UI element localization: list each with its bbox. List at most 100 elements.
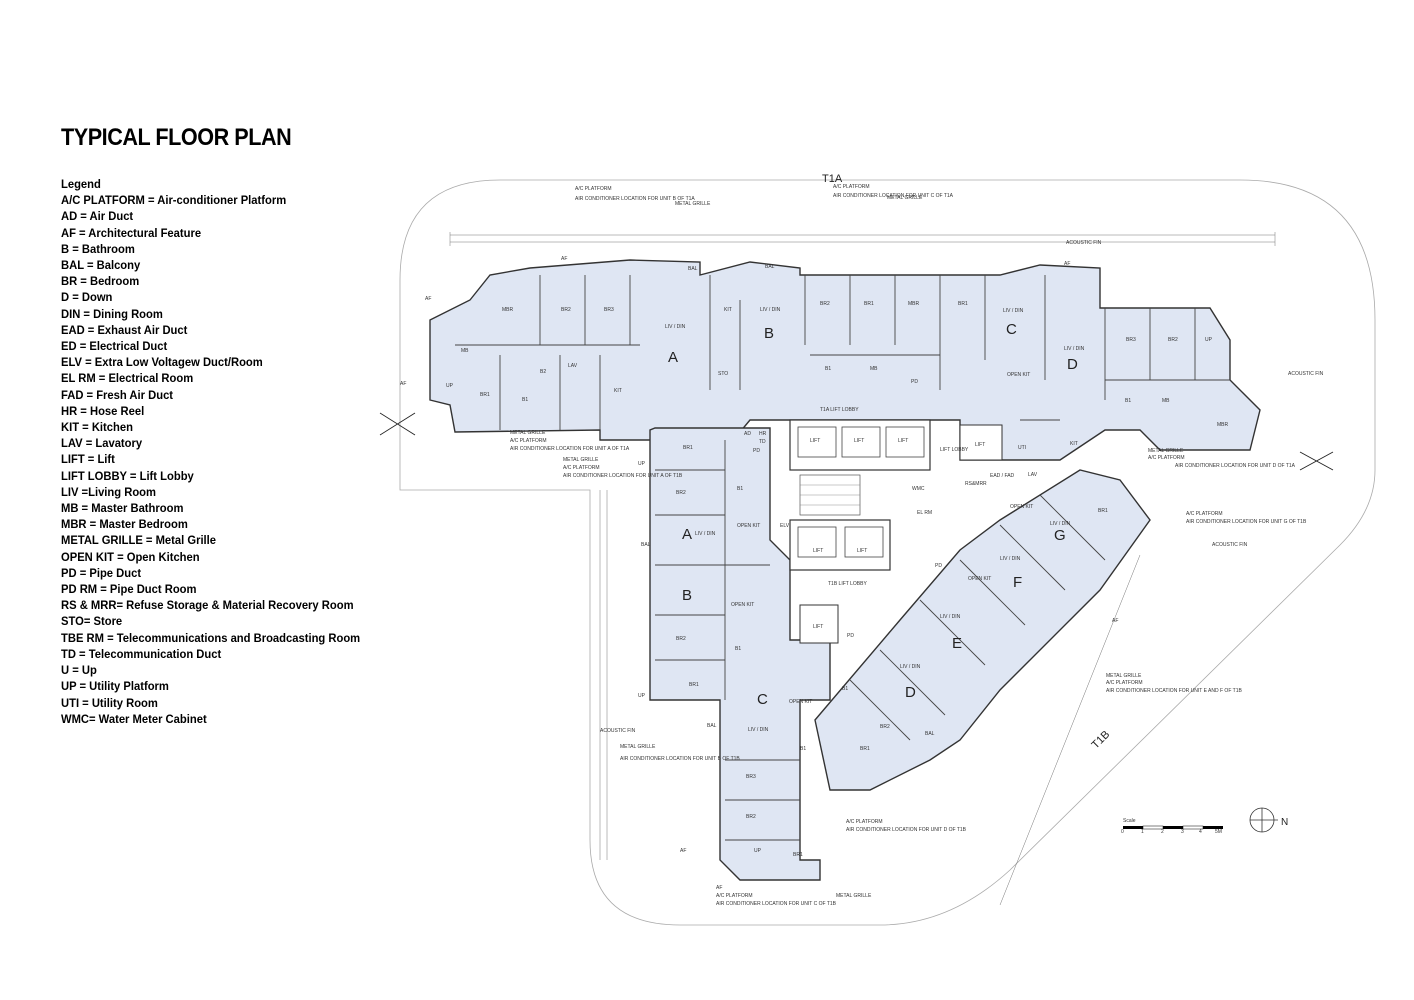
room-label: LIFT	[813, 548, 823, 554]
scale-tick: 4	[1199, 829, 1202, 835]
unit-letter: F	[1013, 574, 1022, 591]
tower-label-t1b: T1B	[1090, 729, 1113, 752]
room-label: UP	[1205, 337, 1213, 343]
room-label: EL RM	[917, 510, 932, 516]
legend-item: AD = Air Duct	[61, 209, 134, 224]
unit-letter: D	[1067, 356, 1078, 373]
legend-item: AF = Architectural Feature	[61, 225, 202, 240]
annotation-metal-grille: METAL GRILLE	[887, 195, 923, 201]
room-label: WMC	[912, 486, 925, 492]
annotation-ac-location: AIR CONDITIONER LOCATION FOR UNIT A OF T…	[510, 446, 630, 452]
room-label: LIFT	[810, 438, 820, 444]
legend-item: PD RM = Pipe Duct Room	[61, 582, 197, 597]
room-label: B1	[1125, 398, 1131, 404]
legend-item: BAL = Balcony	[61, 258, 141, 273]
room-label: B1	[842, 686, 848, 692]
annotation-ac-platform: A/C PLATFORM	[563, 465, 600, 471]
room-labels: MBR BR2 BR3 LIV / DIN MB B2 LAV BR1 B1 K…	[400, 256, 1229, 891]
annotation-ac-platform: A/C PLATFORM	[846, 819, 883, 825]
room-label: LIV / DIN	[1050, 521, 1071, 527]
room-label: BAL	[707, 723, 717, 729]
room-label: LIFT	[813, 624, 823, 630]
scale-tick: 2	[1161, 829, 1164, 835]
annotation-ac-location: AIR CONDITIONER LOCATION FOR UNIT C OF T…	[716, 901, 837, 907]
legend-item: ELV = Extra Low Voltagew Duct/Room	[61, 355, 263, 370]
scale-tick: 3	[1181, 829, 1184, 835]
annotation-ac-platform: A/C PLATFORM	[833, 184, 870, 190]
unit-letter: C	[1006, 321, 1017, 338]
room-label: B1	[825, 366, 831, 372]
room-label: BR2	[676, 636, 686, 642]
annotation-ac-location: AIR CONDITIONER LOCATION FOR UNIT C OF T…	[833, 193, 954, 199]
legend-item: LAV = Lavatory	[61, 436, 143, 451]
page-title: TYPICAL FLOOR PLAN	[61, 124, 292, 151]
annotations: A/C PLATFORM AIR CONDITIONER LOCATION FO…	[510, 184, 1324, 907]
room-label: AF	[561, 256, 567, 262]
room-label: BR3	[604, 307, 614, 313]
room-label: TD	[759, 439, 766, 445]
room-label: MBR	[502, 307, 514, 313]
north-label: N	[1281, 817, 1288, 828]
annotation-metal-grille: METAL GRILLE	[563, 457, 599, 463]
room-label: LIFT	[898, 438, 908, 444]
room-label: PD	[935, 563, 942, 569]
room-label: LIV / DIN	[1000, 556, 1021, 562]
room-label: UTI	[1018, 445, 1026, 451]
annotation-ac-platform: A/C PLATFORM	[716, 893, 753, 899]
room-label: BR1	[864, 301, 874, 307]
annotation-ac-location: AIR CONDITIONER LOCATION FOR UNIT D OF T…	[846, 827, 967, 833]
room-label: AD	[744, 431, 751, 437]
room-label: STO	[718, 371, 728, 377]
scale-tick: 0	[1121, 829, 1124, 835]
room-label: BR1	[860, 746, 870, 752]
legend-item: LIFT LOBBY = Lift Lobby	[61, 468, 194, 483]
t1b-lift-lobby-label: T1B LIFT LOBBY	[828, 581, 867, 587]
room-label: B1	[800, 746, 806, 752]
scale-tick: 1	[1141, 829, 1144, 835]
room-label: LIFT LOBBY	[940, 447, 969, 453]
room-label: BR2	[820, 301, 830, 307]
legend-item: EL RM = Electrical Room	[61, 371, 194, 386]
annotation-metal-grille: METAL GRILLE	[620, 744, 656, 750]
legend-item: WMC= Water Meter Cabinet	[61, 711, 207, 726]
unit-letter: E	[952, 635, 962, 652]
room-label: BR1	[480, 392, 490, 398]
annotation-ac-location: AIR CONDITIONER LOCATION FOR UNIT G OF T…	[1186, 519, 1307, 525]
room-label: BR3	[1126, 337, 1136, 343]
t1b-partitions	[655, 440, 1106, 841]
scale-label: Scale	[1123, 818, 1136, 824]
room-label: LIFT	[975, 442, 985, 448]
legend-item: B = Bathroom	[61, 241, 135, 256]
room-label: BR1	[683, 445, 693, 451]
room-label: UP	[446, 383, 454, 389]
room-label: UP	[638, 693, 646, 699]
annotation-ac-platform: A/C PLATFORM	[575, 186, 612, 192]
unit-letter: B	[764, 325, 774, 342]
room-label: PD	[911, 379, 918, 385]
room-label: LIV / DIN	[748, 727, 769, 733]
room-label: HR	[759, 431, 767, 437]
annotation-ac-location: AIR CONDITIONER LOCATION FOR UNIT A OF T…	[563, 473, 683, 479]
legend-item: UP = Utility Platform	[61, 679, 169, 694]
legend-item: METAL GRILLE = Metal Grille	[61, 533, 217, 548]
room-label: PD	[753, 448, 760, 454]
room-label: BR3	[746, 774, 756, 780]
room-label: AF	[1064, 261, 1070, 267]
legend-item: HR = Hose Reel	[61, 403, 145, 418]
room-label: OPEN KIT	[789, 699, 812, 705]
room-label: OPEN KIT	[737, 523, 760, 529]
room-label: MBR	[908, 301, 920, 307]
room-label: LIV / DIN	[1064, 346, 1085, 352]
room-label: BR1	[793, 852, 803, 858]
room-label: LIV / DIN	[900, 664, 921, 670]
legend-item: KIT = Kitchen	[61, 420, 133, 435]
room-label: KIT	[614, 388, 622, 394]
room-label: AF	[716, 885, 722, 891]
room-label: B1	[522, 397, 528, 403]
legend-item: D = Down	[61, 290, 113, 305]
annotation-ac-platform: A/C PLATFORM	[1148, 455, 1185, 461]
annotation-metal-grille: METAL GRILLE	[1148, 448, 1184, 454]
room-label: LIFT	[854, 438, 864, 444]
annotation-ac-location: AIR CONDITIONER LOCATION FOR UNIT B OF T…	[575, 196, 695, 202]
legend-item: TBE RM = Telecommunications and Broadcas…	[61, 630, 361, 645]
